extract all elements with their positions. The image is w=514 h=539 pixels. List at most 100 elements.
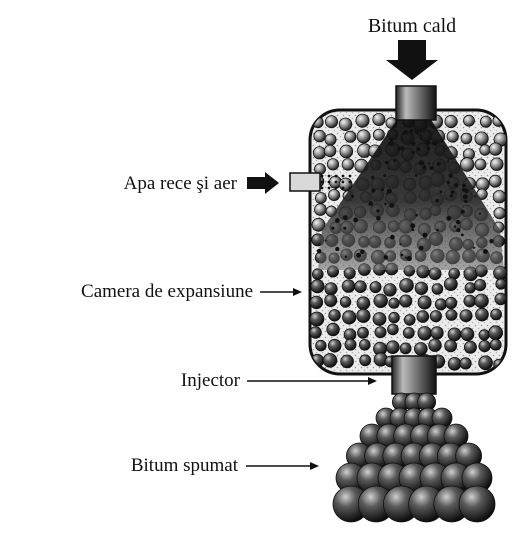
spray-droplet xyxy=(390,235,395,240)
spray-droplet xyxy=(385,161,389,165)
bubble xyxy=(491,309,502,320)
bubble xyxy=(464,295,476,307)
spray-droplet xyxy=(417,147,421,151)
bubble xyxy=(403,327,414,338)
bubble xyxy=(388,324,399,335)
spray-droplet xyxy=(461,210,465,214)
spray-droplet xyxy=(473,247,475,249)
spray-droplet xyxy=(426,140,431,145)
spray-droplet xyxy=(345,256,347,258)
spray-droplet xyxy=(384,203,386,205)
bubble xyxy=(448,328,461,341)
spray-droplet xyxy=(451,190,455,194)
bubble xyxy=(435,299,446,310)
spray-droplet xyxy=(381,188,384,191)
spray-droplet xyxy=(351,195,354,198)
water-air-dot xyxy=(328,181,331,184)
spray-droplet xyxy=(343,215,348,220)
spray-droplet xyxy=(410,223,415,228)
water-air-dot xyxy=(335,175,338,178)
spray-droplet xyxy=(462,184,466,188)
spray-droplet xyxy=(440,190,443,193)
bubble xyxy=(464,115,475,126)
spray-droplet xyxy=(390,138,394,142)
bubble xyxy=(494,208,505,219)
spray-droplet xyxy=(383,174,386,177)
bubble xyxy=(358,327,369,338)
spray-droplet xyxy=(449,173,453,177)
spray-droplet xyxy=(423,233,428,238)
bubble xyxy=(373,313,386,326)
bubble xyxy=(475,294,489,308)
water-air-dot xyxy=(349,181,352,184)
bubble xyxy=(343,311,356,324)
bubble xyxy=(414,343,427,356)
spray-droplet xyxy=(456,228,460,232)
spray-droplet xyxy=(411,141,416,146)
bubble xyxy=(340,145,353,158)
bubble xyxy=(355,281,367,293)
spray-droplet xyxy=(411,228,414,231)
bubble xyxy=(312,269,323,280)
bubble xyxy=(447,131,458,142)
bubble xyxy=(480,145,491,156)
spray-droplet xyxy=(436,229,439,232)
bubble xyxy=(445,297,456,308)
spray-droplet xyxy=(427,147,430,150)
spray-droplet xyxy=(409,129,413,133)
bubble xyxy=(328,339,341,352)
spray-droplet xyxy=(397,147,401,151)
spray-droplet xyxy=(393,159,396,162)
bubble xyxy=(386,341,399,354)
spray-droplet xyxy=(331,227,334,230)
bubble xyxy=(400,295,412,307)
spray-droplet xyxy=(353,218,358,223)
bubble xyxy=(491,158,504,171)
bubble xyxy=(431,327,443,339)
spray-droplet xyxy=(403,130,408,135)
bubble xyxy=(357,297,370,310)
injector xyxy=(392,356,436,394)
bubble xyxy=(400,279,414,293)
bubble xyxy=(460,158,474,172)
bubble xyxy=(444,278,457,291)
output-pointer-arrowhead xyxy=(310,462,319,470)
bubble xyxy=(327,159,338,170)
spray-droplet xyxy=(430,166,434,170)
bubble xyxy=(495,293,507,305)
spray-droplet xyxy=(401,254,404,257)
spray-droplet xyxy=(462,188,466,192)
bubble xyxy=(325,134,336,145)
spray-droplet xyxy=(317,249,322,254)
water-air-dot xyxy=(342,187,345,190)
spray-droplet xyxy=(454,183,458,187)
bubble xyxy=(342,280,355,293)
bubble xyxy=(446,310,457,321)
spray-droplet xyxy=(384,255,388,259)
spray-droplet xyxy=(356,253,361,258)
bubble xyxy=(490,339,501,350)
spray-droplet xyxy=(433,141,438,146)
spray-droplet xyxy=(389,203,394,208)
bubble xyxy=(340,297,351,308)
water-air-dot xyxy=(328,187,331,190)
bubble xyxy=(310,327,322,339)
bubble xyxy=(415,282,428,295)
spray-droplet xyxy=(389,141,394,146)
bubble xyxy=(430,311,441,322)
bubble xyxy=(475,132,488,145)
bubble xyxy=(345,339,356,350)
bubble xyxy=(400,343,411,354)
bubble xyxy=(489,175,501,187)
bubble xyxy=(375,327,386,338)
spray-droplet xyxy=(325,240,327,242)
right-arrow-icon xyxy=(247,172,279,194)
bubble xyxy=(479,330,489,340)
spray-droplet xyxy=(420,135,423,138)
spray-droplet xyxy=(446,216,451,221)
water-air-dot xyxy=(342,175,345,178)
bubble xyxy=(323,354,337,368)
bubble xyxy=(315,193,326,204)
spray-droplet xyxy=(415,214,418,217)
